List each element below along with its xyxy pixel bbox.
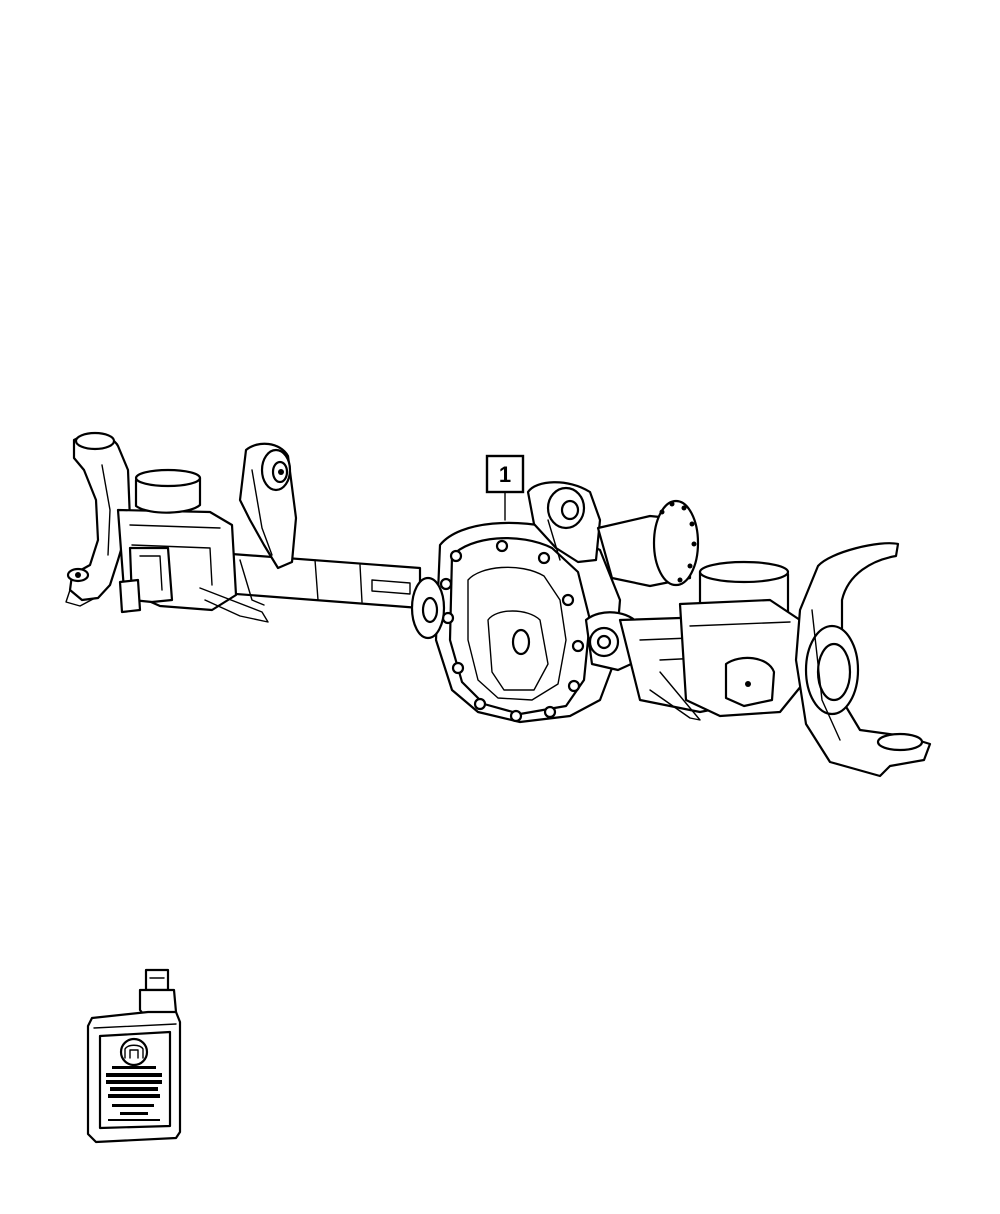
callout-1[interactable]: 1 (485, 454, 525, 494)
differential-housing (410, 521, 622, 724)
callout-number: 1 (499, 462, 511, 487)
right-hub-housing (649, 560, 808, 721)
left-control-arm-bracket (238, 442, 298, 606)
bottle-label-lines (106, 1066, 162, 1121)
left-steering-knuckle (65, 431, 132, 607)
lubricant-bottle[interactable] (86, 968, 182, 1144)
front-axle-assembly[interactable] (65, 431, 932, 778)
brand-logo (119, 1037, 149, 1067)
axle-tube-left (203, 550, 422, 610)
right-steering-knuckle (794, 542, 932, 778)
left-hub-housing (116, 468, 269, 623)
pinion-mount (526, 481, 602, 564)
